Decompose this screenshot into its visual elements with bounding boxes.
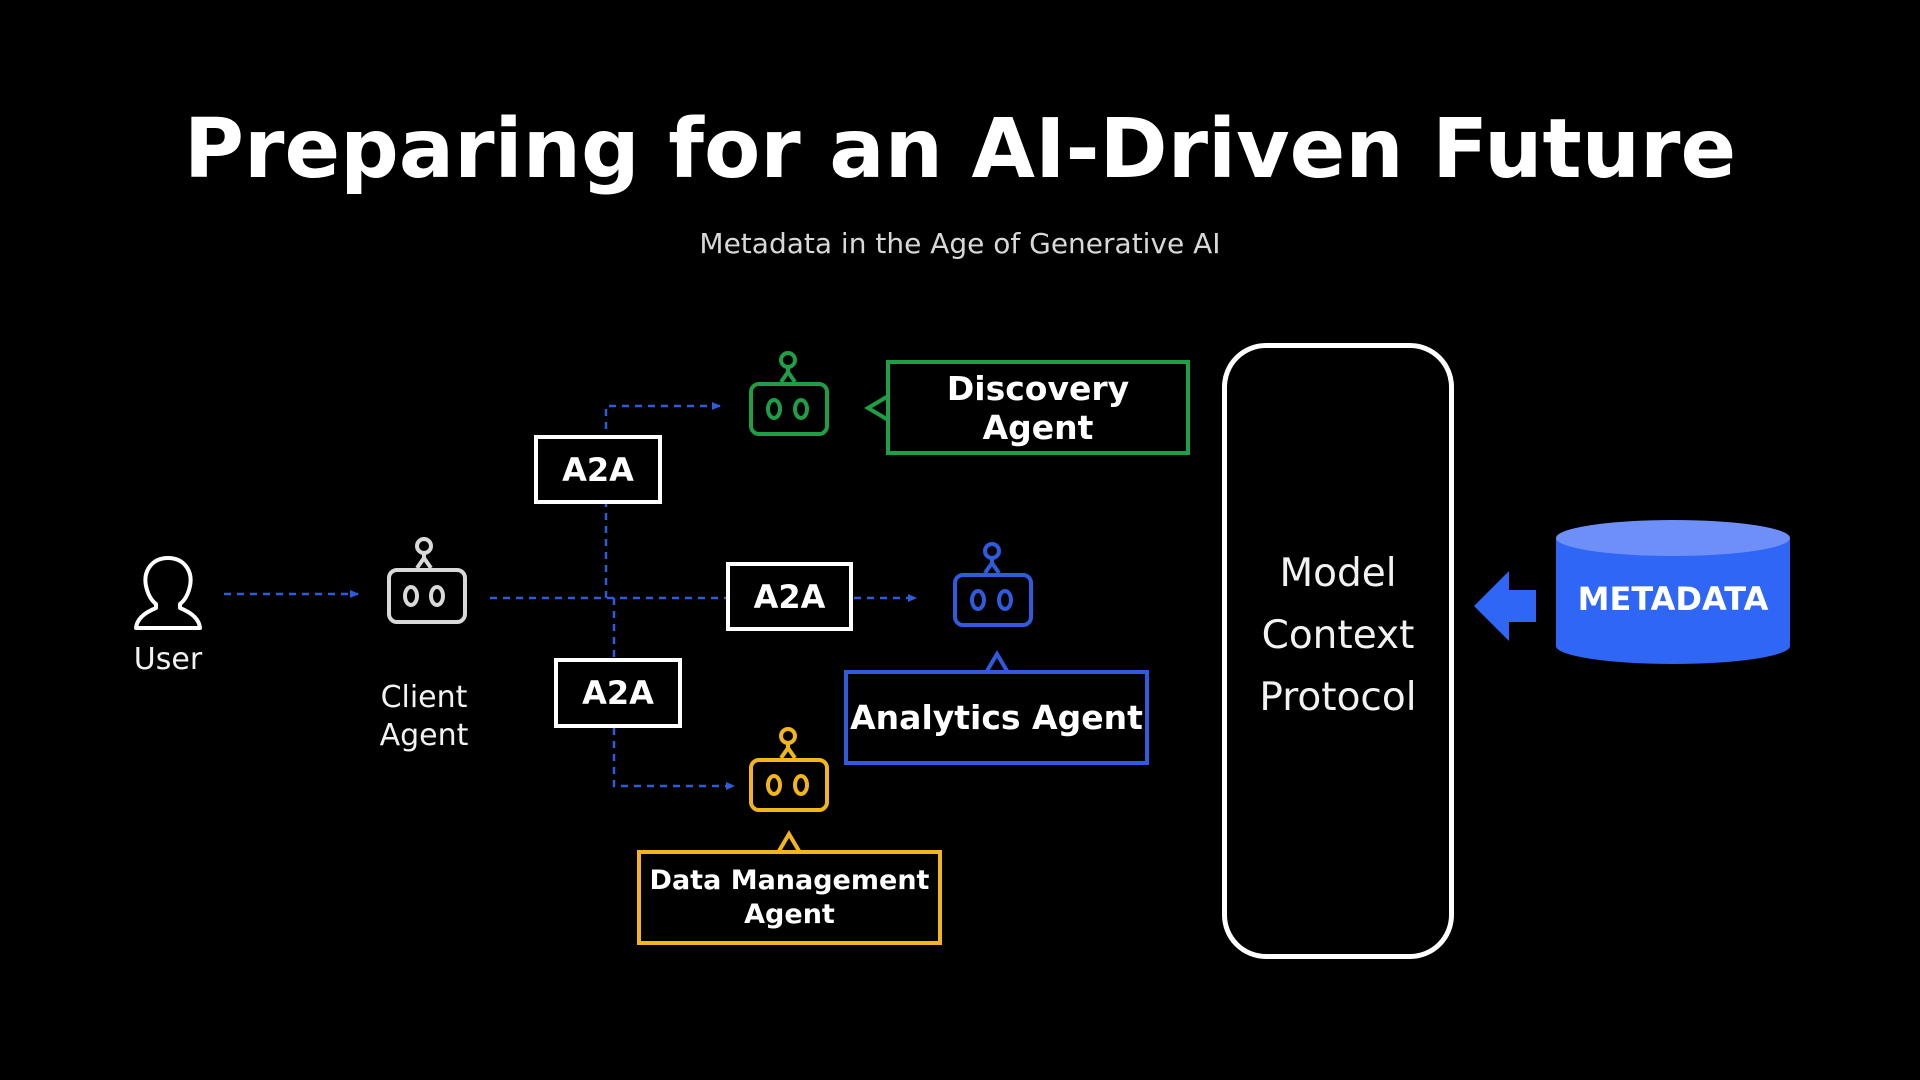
user-icon — [134, 556, 202, 630]
mcp-line-protocol: Protocol — [1259, 675, 1417, 720]
analytics-agent-callout: Analytics Agent — [844, 670, 1149, 765]
data-management-agent-label-line2: Agent — [744, 898, 835, 930]
data-management-agent-robot-icon — [749, 727, 829, 812]
mcp-line-context: Context — [1261, 613, 1415, 658]
model-context-protocol-panel: Model Context Protocol — [1222, 343, 1454, 959]
metadata-database-icon — [1556, 520, 1790, 664]
client-agent-label: Client Agent — [362, 679, 486, 755]
mcp-line-model: Model — [1279, 551, 1397, 596]
a2a-label-top: A2A — [534, 435, 662, 504]
discovery-agent-callout: Discovery Agent — [886, 360, 1190, 455]
discovery-agent-robot-icon — [749, 351, 829, 436]
client-agent-label-line1: Client — [380, 680, 468, 715]
metadata-to-mcp-arrow — [1474, 571, 1536, 641]
slide-title: Preparing for an AI-Driven Future — [183, 102, 1737, 197]
analytics-agent-robot-icon — [953, 542, 1033, 627]
slide-subtitle: Metadata in the Age of Generative AI — [699, 227, 1221, 260]
data-management-agent-callout: Data Management Agent — [637, 850, 942, 945]
client-agent-robot-icon — [387, 537, 467, 624]
a2a-label-middle: A2A — [726, 562, 853, 631]
user-label: User — [133, 642, 203, 677]
data-management-agent-label-line1: Data Management — [649, 864, 930, 896]
client-agent-label-line2: Agent — [379, 718, 469, 753]
metadata-label: METADATA — [1577, 580, 1769, 618]
client-to-data-management-connector — [612, 598, 735, 790]
a2a-label-bottom: A2A — [554, 658, 682, 728]
